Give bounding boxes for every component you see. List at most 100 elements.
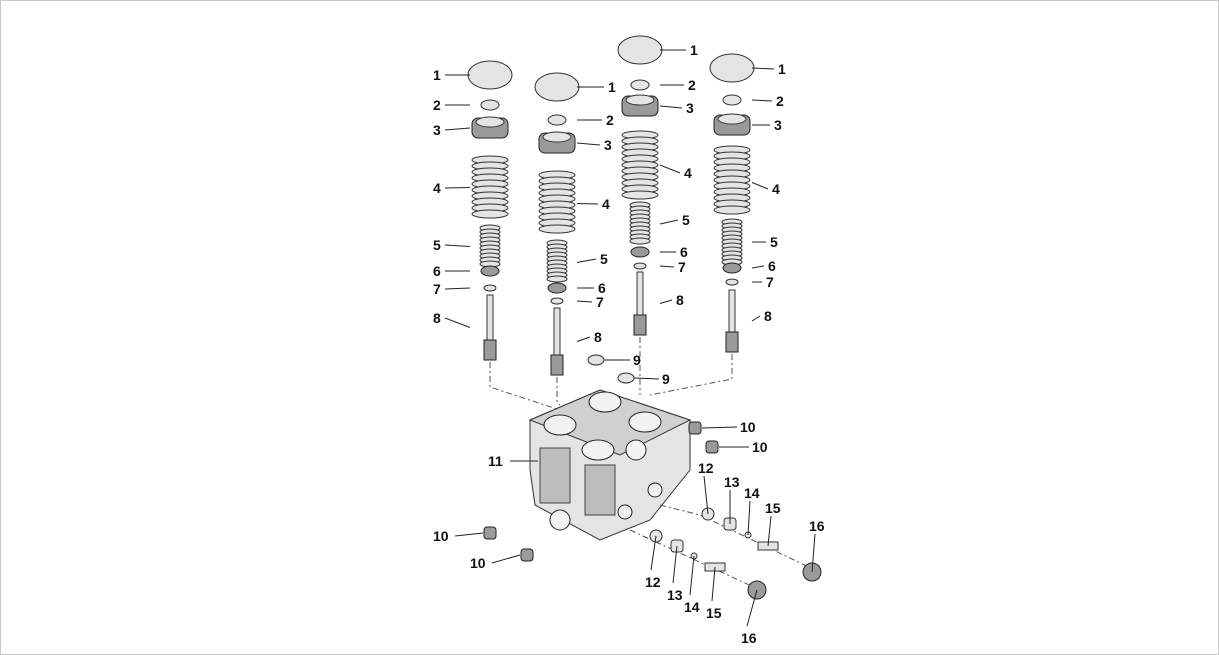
callout-6: 6 <box>768 258 776 274</box>
leader-line <box>454 532 484 537</box>
leader-line <box>576 300 593 303</box>
leader-line <box>811 533 816 573</box>
ring-part-7 <box>725 278 739 286</box>
callout-10: 10 <box>740 419 756 435</box>
callout-7: 7 <box>678 259 686 275</box>
spring-coil-part-4 <box>471 209 509 219</box>
leader-line <box>576 258 597 263</box>
cap-top <box>625 94 655 106</box>
spring-coil-part-4 <box>713 205 751 215</box>
callout-10: 10 <box>470 555 486 571</box>
leader-line <box>659 299 673 304</box>
body-barrel <box>584 464 616 516</box>
callout-2: 2 <box>688 77 696 93</box>
body-port <box>647 482 663 498</box>
washer-part-6 <box>722 262 742 274</box>
callout-8: 8 <box>764 308 772 324</box>
clip-part-2 <box>722 94 742 106</box>
callout-4: 4 <box>433 180 441 196</box>
valve-stack-1 <box>467 60 513 361</box>
disc-part-1 <box>617 35 663 65</box>
leader-line <box>659 164 681 174</box>
leader-line <box>703 475 709 515</box>
leader-line <box>491 554 521 564</box>
leader-line <box>659 265 675 268</box>
callout-2: 2 <box>606 112 614 128</box>
callout-2: 2 <box>433 97 441 113</box>
callout-8: 8 <box>594 329 602 345</box>
washer-part-6 <box>480 265 500 277</box>
seat-part-9 <box>587 354 605 366</box>
leader-line <box>576 142 601 146</box>
leader-line <box>659 105 683 109</box>
spool-part-8 <box>636 271 644 318</box>
callout-11: 11 <box>488 453 503 469</box>
clip-part-2 <box>630 79 650 91</box>
spool-end-part-8 <box>550 354 564 376</box>
spool-end-part-8 <box>633 314 647 336</box>
leader-line <box>444 317 471 328</box>
callout-5: 5 <box>770 234 778 250</box>
leader-line <box>746 589 758 627</box>
leader-line <box>689 555 695 596</box>
body-bore <box>628 411 662 433</box>
leader-line <box>751 99 773 102</box>
spool-part-8 <box>553 307 561 358</box>
leader-line <box>444 127 471 131</box>
spring-coil-part-4 <box>621 190 659 200</box>
valve-stack-4 <box>709 53 755 353</box>
seat-part-9 <box>617 372 635 384</box>
cap-top <box>475 116 505 128</box>
callout-6: 6 <box>598 280 606 296</box>
callout-5: 5 <box>600 251 608 267</box>
leader-line <box>751 315 761 322</box>
body-barrel <box>539 447 571 504</box>
callout-10: 10 <box>752 439 768 455</box>
leader-line <box>751 67 775 70</box>
clip-part-2 <box>547 114 567 126</box>
leader-line <box>444 244 471 247</box>
body-port <box>549 509 571 531</box>
leader-line <box>633 377 660 380</box>
leader-line <box>659 219 679 225</box>
leader-line <box>444 187 471 189</box>
leader-line <box>444 287 471 290</box>
spool-end-part-8 <box>725 331 739 353</box>
leader-line <box>767 515 772 547</box>
callout-3: 3 <box>686 100 694 116</box>
disc-part-1 <box>467 60 513 90</box>
cap-top <box>717 113 747 125</box>
leader-line <box>576 203 599 205</box>
leader-line <box>701 426 738 429</box>
spool-end-part-8 <box>483 339 497 361</box>
assembly-line <box>659 504 816 571</box>
callout-15: 15 <box>765 500 781 516</box>
disc-part-1 <box>534 72 580 102</box>
valve-stack-2 <box>534 72 580 376</box>
assembly-line <box>556 377 561 406</box>
plug-part-10 <box>705 440 719 454</box>
callout-16: 16 <box>809 518 825 534</box>
callout-1: 1 <box>608 79 616 95</box>
callout-1: 1 <box>778 61 786 77</box>
callout-7: 7 <box>433 281 441 297</box>
plug-part-10 <box>520 548 534 562</box>
callout-13: 13 <box>667 587 683 603</box>
body-port <box>617 504 633 520</box>
callout-10: 10 <box>433 528 449 544</box>
ring-part-7 <box>483 284 497 292</box>
ring-part-7 <box>550 297 564 305</box>
callout-14: 14 <box>744 485 760 501</box>
assembly-line <box>649 354 733 396</box>
spring-coil-part-4 <box>538 224 576 234</box>
leader-line <box>711 566 716 602</box>
callout-4: 4 <box>684 165 692 181</box>
clip-part-2 <box>480 99 500 111</box>
plug-part-10 <box>688 421 702 435</box>
callout-1: 1 <box>690 42 698 58</box>
callout-4: 4 <box>772 181 780 197</box>
callout-5: 5 <box>682 212 690 228</box>
disc-part-1 <box>709 53 755 83</box>
callout-5: 5 <box>433 237 441 253</box>
